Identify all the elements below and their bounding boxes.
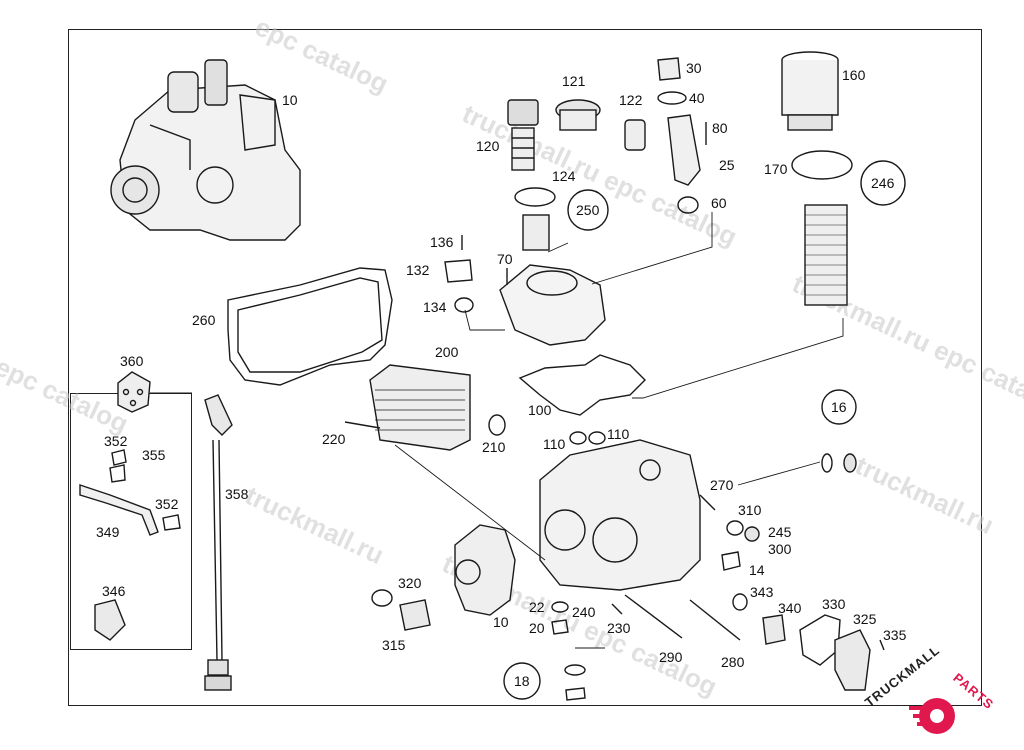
callout-label: 10 [282,92,298,108]
callout-label: 60 [711,195,727,211]
callout-label: 320 [398,575,422,591]
callout-label: 30 [686,60,702,76]
engine-assembly-icon [110,59,301,241]
callout-circle-16 [821,389,857,425]
callout-label: 352 [155,496,179,512]
callout-label: 230 [607,620,631,636]
callout-label: 20 [529,620,545,636]
callout-label: 349 [96,524,120,540]
callout-label: 100 [528,402,552,418]
callout-label: 343 [750,584,774,600]
callout-label: 300 [768,541,792,557]
callout-label: 358 [225,486,249,502]
callout-label: 136 [430,234,454,250]
callout-label: 290 [659,649,683,665]
callout-label: 260 [192,312,216,328]
callout-label: 25 [719,157,735,173]
callout-label: 240 [572,604,596,620]
callout-label: 330 [822,596,846,612]
callout-circle-250 [567,189,609,231]
callout-label: 352 [104,433,128,449]
callout-circle-label: 18 [514,673,530,689]
callout-label: 14 [749,562,765,578]
callout-label: 132 [406,262,430,278]
callout-label: 310 [738,502,762,518]
callout-label: 122 [619,92,643,108]
callout-label: 346 [102,583,126,599]
callout-label: 70 [497,251,513,267]
callout-label: 325 [853,611,877,627]
callout-circle-246 [860,160,906,206]
callout-label: 270 [710,477,734,493]
callout-label: 110 [543,436,566,452]
callout-label: 134 [423,299,447,315]
callout-label: 340 [778,600,802,616]
callout-label: 110 [607,426,630,442]
diagram-frame [68,29,982,706]
callout-label: 124 [552,168,576,184]
callout-circle-label: 250 [576,202,600,218]
callout-circle-label: 246 [871,175,895,191]
callout-label: 120 [476,138,500,154]
callout-label: 10 [493,614,509,630]
callout-label: 280 [721,654,745,670]
callout-label: 355 [142,447,166,463]
callout-label: 245 [768,524,792,540]
callout-label: 22 [529,599,545,615]
callout-label: 335 [883,627,907,643]
callout-label: 80 [712,120,728,136]
callout-label: 210 [482,439,506,455]
callout-label: 220 [322,431,346,447]
callout-label: 121 [562,73,586,89]
callout-label: 160 [842,67,866,83]
callout-circle-label: 16 [831,399,847,415]
callout-label: 40 [689,90,705,106]
callout-label: 315 [382,637,406,653]
truckmall-logo-icon [909,698,955,734]
callout-label: 200 [435,344,459,360]
callout-label: 170 [764,161,788,177]
callout-circle-18 [503,662,541,700]
callout-label: 360 [120,353,144,369]
